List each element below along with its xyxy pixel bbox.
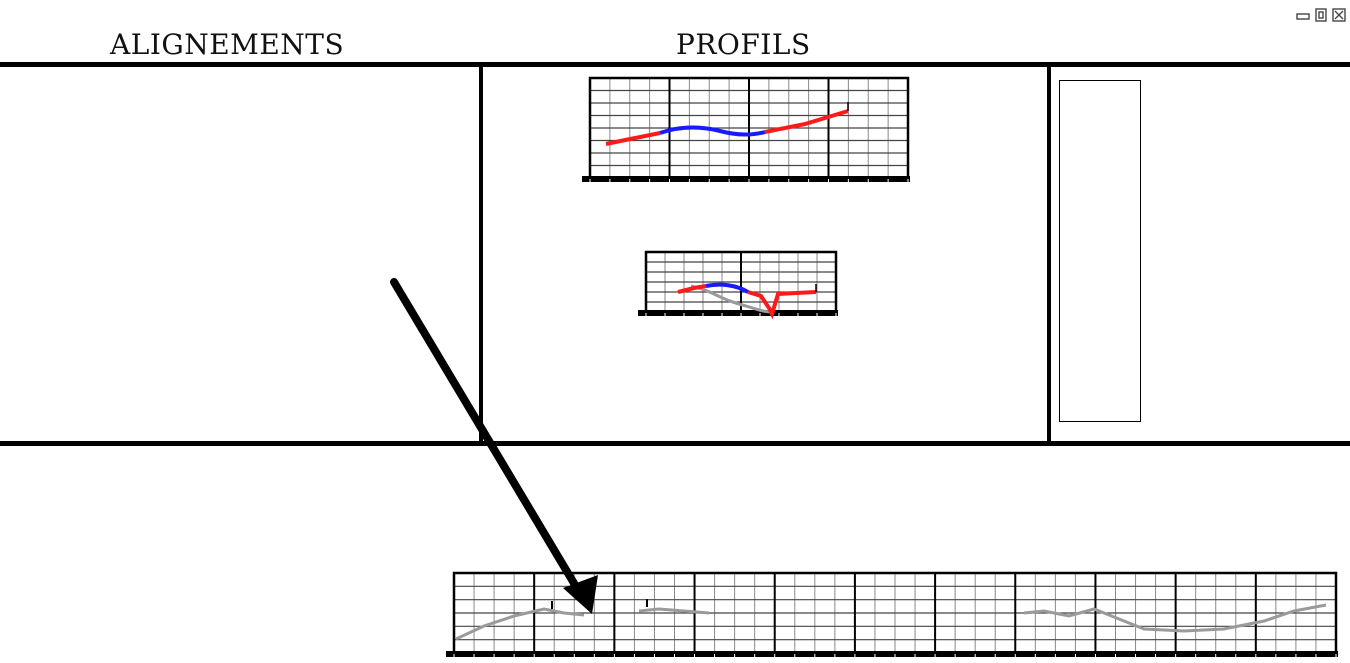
profiles-title: PROFILS xyxy=(676,28,811,61)
profile-2-gray-line xyxy=(690,284,772,314)
profile-1-red-segment-left xyxy=(605,131,661,146)
profile-1-blue-segment xyxy=(659,125,766,137)
profile-grid xyxy=(582,76,910,182)
profile-grid xyxy=(446,571,1338,657)
minimize-icon[interactable] xyxy=(1296,8,1310,22)
profile-long-gray-line xyxy=(455,603,1327,641)
properties-box[interactable] xyxy=(1059,80,1141,422)
profile-view-1[interactable] xyxy=(580,76,910,186)
profile-2-red-segment-left xyxy=(677,284,707,294)
profile-1-red-segment-right xyxy=(764,109,849,134)
profile-2-blue-segment xyxy=(705,282,750,294)
right-panel-divider[interactable] xyxy=(1047,66,1051,442)
profile-2-red-segment-right xyxy=(747,290,817,320)
grid-base-bar xyxy=(446,651,1338,657)
restore-icon[interactable] xyxy=(1314,8,1328,22)
left-panel-divider[interactable] xyxy=(479,66,483,442)
grid-base-bar xyxy=(638,310,838,316)
middle-divider xyxy=(0,441,1350,446)
alignments-title: ALIGNEMENTS xyxy=(110,28,345,61)
top-divider xyxy=(0,62,1350,67)
profile-grid xyxy=(638,250,838,316)
annotation-arrow xyxy=(390,278,598,614)
arrow-head-icon xyxy=(563,575,598,614)
grid-base-bar xyxy=(582,176,910,182)
profile-view-2[interactable] xyxy=(636,250,841,320)
close-icon[interactable] xyxy=(1332,8,1346,22)
